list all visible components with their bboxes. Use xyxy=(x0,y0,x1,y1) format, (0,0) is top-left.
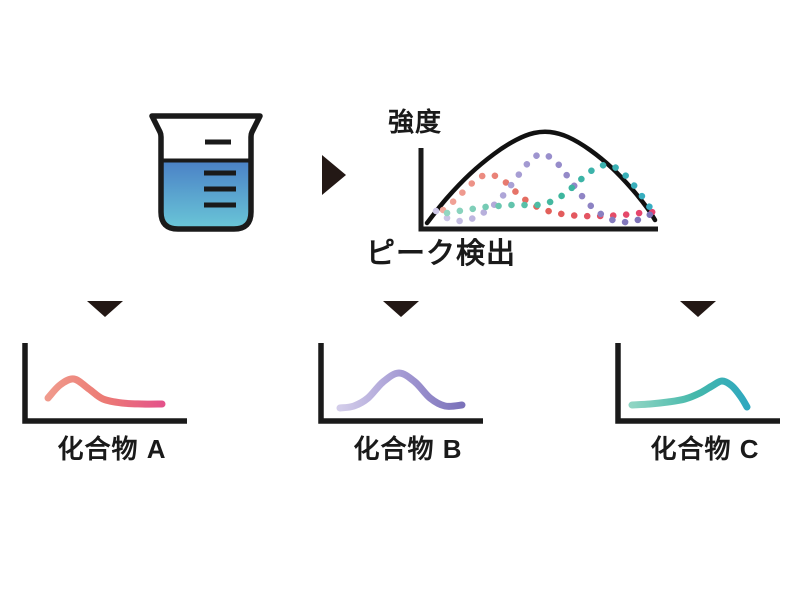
main-chart-caption: ピーク検出 xyxy=(366,238,517,270)
compound-c-label: 化合物 C xyxy=(650,434,760,464)
beaker-liquid xyxy=(163,160,249,227)
compound-a-curve xyxy=(44,375,166,408)
compound-b-chart xyxy=(318,343,483,424)
compound-a-label: 化合物 A xyxy=(57,434,167,464)
main-chart-ylabel: 強度 xyxy=(388,107,443,137)
compound-b-curve xyxy=(336,369,466,412)
compound-chart-axes xyxy=(615,343,780,424)
compound-b-label: 化合物 B xyxy=(353,434,463,464)
main-chart xyxy=(418,129,658,232)
compound-b-dotted-trace xyxy=(432,151,657,226)
arrow-right-shape xyxy=(322,155,346,195)
beaker-outline xyxy=(149,113,263,232)
main-chart-axes xyxy=(418,148,658,232)
arrow-down-icon xyxy=(680,301,716,317)
arrow-down-shape xyxy=(383,301,419,317)
arrow-down-icon xyxy=(383,301,419,317)
compound-c-curve xyxy=(628,377,751,411)
compound-b-block: 化合物 B xyxy=(316,300,486,475)
arrow-down-icon xyxy=(87,301,123,317)
compound-c-dotted-trace xyxy=(443,161,655,217)
compound-chart-axes xyxy=(22,343,187,424)
compound-a-block: 化合物 A xyxy=(20,300,190,475)
beaker-details xyxy=(162,139,250,208)
compound-a-chart xyxy=(22,343,187,424)
beaker-icon xyxy=(149,113,263,232)
mixture-envelope-curve xyxy=(424,129,658,226)
compound-c-block: 化合物 C xyxy=(613,300,783,475)
compound-chart-axes xyxy=(318,343,483,424)
compound-c-chart xyxy=(615,343,780,424)
compound-a-dotted-trace xyxy=(439,171,657,220)
arrow-down-shape xyxy=(87,301,123,317)
arrow-right-icon xyxy=(322,155,346,195)
arrow-down-shape xyxy=(680,301,716,317)
